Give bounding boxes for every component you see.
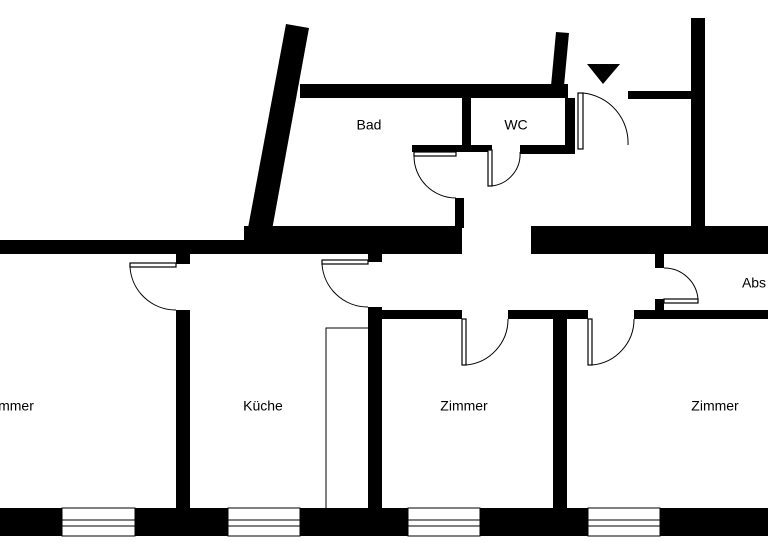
corridor-door <box>321 259 369 308</box>
room-label-abstell: Abs <box>742 275 766 291</box>
room-label-wc: WC <box>504 117 527 133</box>
room-label-zimmer-left: mmer <box>0 398 34 414</box>
right-upper-wall <box>691 18 705 228</box>
doors <box>129 92 699 366</box>
bad-bottom-stub <box>412 145 492 152</box>
main-wall-center <box>244 226 462 254</box>
window-4 <box>587 507 661 537</box>
main-wall-right <box>531 226 768 254</box>
walls <box>0 18 768 536</box>
windows <box>61 507 661 537</box>
bottom-wall-1 <box>0 508 62 536</box>
bad-wc-partition <box>462 98 471 150</box>
bad-lower-wall <box>455 198 464 228</box>
room-label-zimmer-right: Zimmer <box>691 398 739 414</box>
entrance-door <box>577 92 629 150</box>
bottom-wall-2 <box>135 508 228 536</box>
kueche-zimmer-wall <box>368 307 382 510</box>
slanted-wall <box>248 24 309 230</box>
zimmer-zimmer-wall <box>553 317 567 510</box>
down-triangle-icon <box>587 64 620 84</box>
bottom-wall-3 <box>300 508 408 536</box>
bottom-wall-5 <box>660 508 768 536</box>
zimmer-left-door <box>129 262 177 311</box>
window-1 <box>61 507 136 537</box>
abstell-stub-top <box>655 254 664 268</box>
corridor-bottom-3 <box>634 310 768 319</box>
window-3 <box>407 507 481 537</box>
abstell-door <box>663 267 699 304</box>
zimmer-kueche-wall <box>176 310 190 510</box>
corridor-door-stub <box>368 254 382 262</box>
corridor-top-wall <box>628 91 694 99</box>
corridor-bottom-2 <box>508 310 588 319</box>
kitchen-cabinet-outline <box>325 327 368 508</box>
window-2 <box>227 507 301 537</box>
wc-bottom-wall <box>520 145 575 154</box>
room-label-zimmer-middle: Zimmer <box>440 398 488 414</box>
zimmer-right-door <box>587 318 635 366</box>
bad-door <box>413 151 457 199</box>
wc-door <box>487 149 521 187</box>
wc-right-wall <box>565 98 575 154</box>
wc-stub-wall <box>551 32 569 86</box>
main-wall-left <box>0 240 248 254</box>
corridor-bottom-1 <box>382 310 462 319</box>
bath-top-wall <box>300 84 568 98</box>
zimmer-middle-door <box>461 318 509 366</box>
bottom-wall-4 <box>480 508 588 536</box>
abstell-stub-bottom <box>655 299 664 311</box>
kitchen-door-stub <box>176 254 190 264</box>
room-label-bad: Bad <box>357 117 382 133</box>
room-label-kueche: Küche <box>243 398 283 414</box>
